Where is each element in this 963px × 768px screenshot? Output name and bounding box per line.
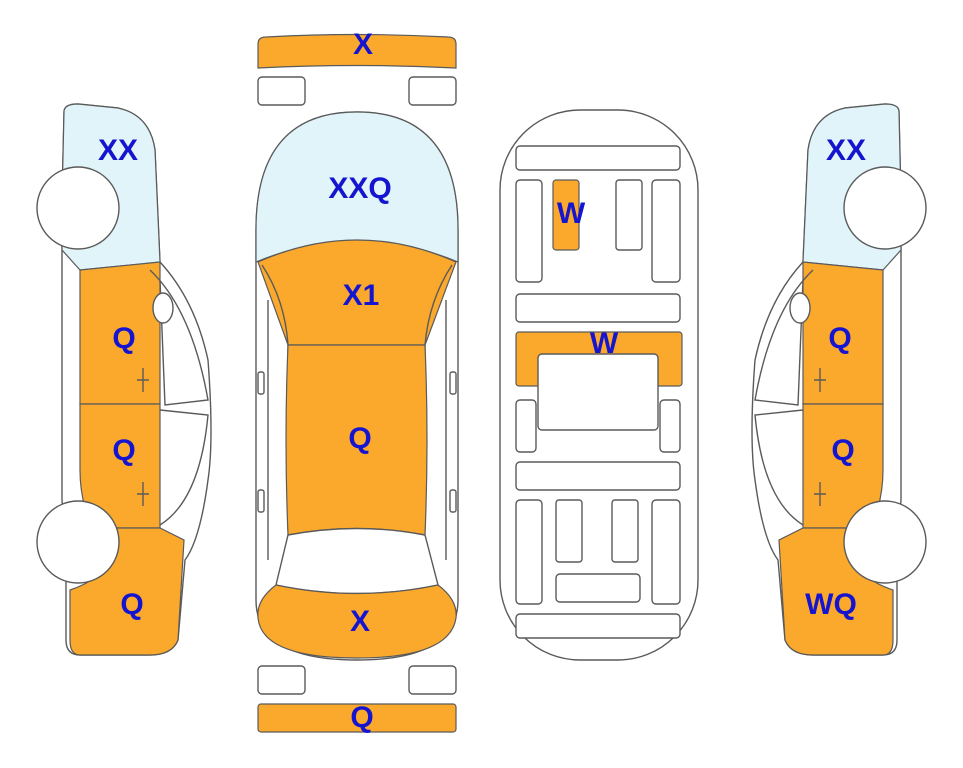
left-window-line xyxy=(149,269,209,406)
right-front-door-code: Q xyxy=(828,322,851,355)
rear-bumper-panel[interactable] xyxy=(257,703,457,733)
right-handle-2 xyxy=(814,482,826,506)
left-front-wheel xyxy=(36,166,120,250)
left-body-line xyxy=(261,264,289,530)
underbody-front-right-pan xyxy=(615,179,643,251)
underbody-right-floor xyxy=(659,399,681,453)
underbody-left-rail xyxy=(515,179,543,283)
right-rear-door-code: Q xyxy=(831,434,854,467)
hood-panel[interactable] xyxy=(257,239,457,346)
right-window-line-2 xyxy=(754,409,804,526)
left-front-glass-code: XX xyxy=(98,134,138,167)
left-rear-quarter-code: Q xyxy=(120,588,143,621)
windshield-code: XXQ xyxy=(328,172,391,205)
underbody-rear-right-rail xyxy=(651,499,681,605)
underbody-front-code: W xyxy=(557,197,586,230)
underbody-left-floor xyxy=(515,399,537,453)
left-handle-1 xyxy=(137,368,149,392)
roof-code: Q xyxy=(348,422,371,455)
left-window-line-2 xyxy=(159,409,209,526)
underbody-front-bar xyxy=(515,145,681,171)
rear-window-top xyxy=(275,527,439,595)
underbody-middle-code: W xyxy=(590,327,619,360)
front-bumper-panel[interactable] xyxy=(257,33,457,69)
underbody-rear-left-rail xyxy=(515,499,543,605)
underbody-rear-right-pan xyxy=(611,499,639,563)
rear-left-taillight xyxy=(257,665,306,695)
right-window-line xyxy=(754,269,814,406)
front-left-headlight xyxy=(257,76,306,106)
right-mirror xyxy=(789,292,811,324)
underbody-crossmember-1 xyxy=(515,293,681,323)
left-mirror-top xyxy=(257,371,265,395)
rear-bumper-code: Q xyxy=(350,701,373,734)
right-rear-mirror-top xyxy=(449,489,457,513)
trunk-panel[interactable] xyxy=(257,584,457,659)
left-front-door-code: Q xyxy=(112,322,135,355)
hood-code: X1 xyxy=(343,279,380,312)
left-side-view xyxy=(36,103,212,656)
right-side-view xyxy=(751,103,927,656)
right-front-wheel xyxy=(843,166,927,250)
underbody-crossmember-2 xyxy=(515,461,681,491)
underbody-rear-left-pan xyxy=(555,499,583,563)
underbody-right-rail xyxy=(651,179,681,283)
left-mirror xyxy=(152,292,174,324)
front-right-headlight xyxy=(408,76,457,106)
front-bumper-code: X xyxy=(353,28,373,61)
right-handle-1 xyxy=(814,368,826,392)
left-rear-wheel xyxy=(36,500,120,584)
right-rear-quarter-code: WQ xyxy=(805,588,857,621)
underbody-center-tunnel xyxy=(537,353,659,431)
right-mirror-top xyxy=(449,371,457,395)
right-front-glass-code: XX xyxy=(826,134,866,167)
underbody-front-pan[interactable] xyxy=(552,179,580,251)
underbody-rear-bar xyxy=(515,613,681,639)
left-handle-2 xyxy=(137,482,149,506)
right-rear-wheel xyxy=(843,500,927,584)
left-rear-mirror-top xyxy=(257,489,265,513)
left-rear-door-code: Q xyxy=(112,434,135,467)
trunk-code: X xyxy=(350,605,370,638)
right-body-line xyxy=(424,264,453,530)
rear-right-taillight xyxy=(408,665,457,695)
underbody-rear-crossmember xyxy=(555,573,641,603)
